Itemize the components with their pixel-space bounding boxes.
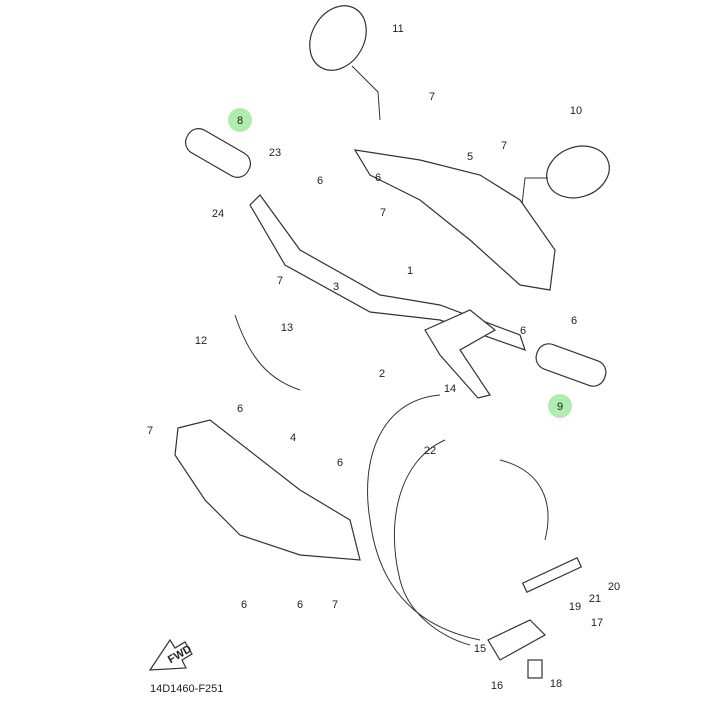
callout-5: 5 [467,151,473,163]
callout-24: 24 [212,208,224,220]
callout-20: 20 [608,581,620,593]
callout-7: 7 [501,140,507,152]
callout-1: 1 [407,265,413,277]
fwd-arrow: FWD [148,638,194,671]
callout-4: 4 [290,432,296,444]
drawing-code: 14D1460-F251 [150,683,224,695]
callout-17: 17 [591,617,603,629]
callout-8: 8 [237,115,243,127]
callout-7: 7 [332,599,338,611]
callout-15: 15 [474,643,486,655]
mirror-right [521,145,610,206]
grip-left [184,128,252,178]
callout-6: 6 [241,599,247,611]
callout-6: 6 [520,325,526,337]
callout-7: 7 [429,91,435,103]
callout-3: 3 [333,281,339,293]
callout-19: 19 [569,601,581,613]
highlight-circle [228,108,252,132]
mirror-left [309,5,381,121]
callout-18: 18 [550,678,562,690]
callout-22: 22 [424,445,436,457]
handlebar-cover-front [174,419,361,561]
highlight-circle [548,394,572,418]
callout-16: 16 [491,680,503,692]
callout-6: 6 [237,403,243,415]
callout-14: 14 [444,383,456,395]
callout-11: 11 [392,23,403,35]
callout-10: 10 [570,105,582,117]
callout-6: 6 [317,175,323,187]
handlebar-cover-upper [353,149,556,291]
brake-lever [424,309,497,399]
callout-7: 7 [147,425,153,437]
callout-9: 9 [557,401,563,413]
cables [234,314,583,679]
callout-6: 6 [297,599,303,611]
callout-12: 12 [195,335,207,347]
handlebar [249,194,526,351]
callout-2: 2 [379,368,385,380]
callout-6: 6 [571,315,577,327]
callout-23: 23 [269,147,281,159]
callout-13: 13 [281,322,293,334]
grip-right [535,343,607,387]
callout-6: 6 [337,457,343,469]
callout-21: 21 [589,593,601,605]
callout-7: 7 [277,275,283,287]
callout-6: 6 [375,172,381,184]
callout-7: 7 [380,207,386,219]
